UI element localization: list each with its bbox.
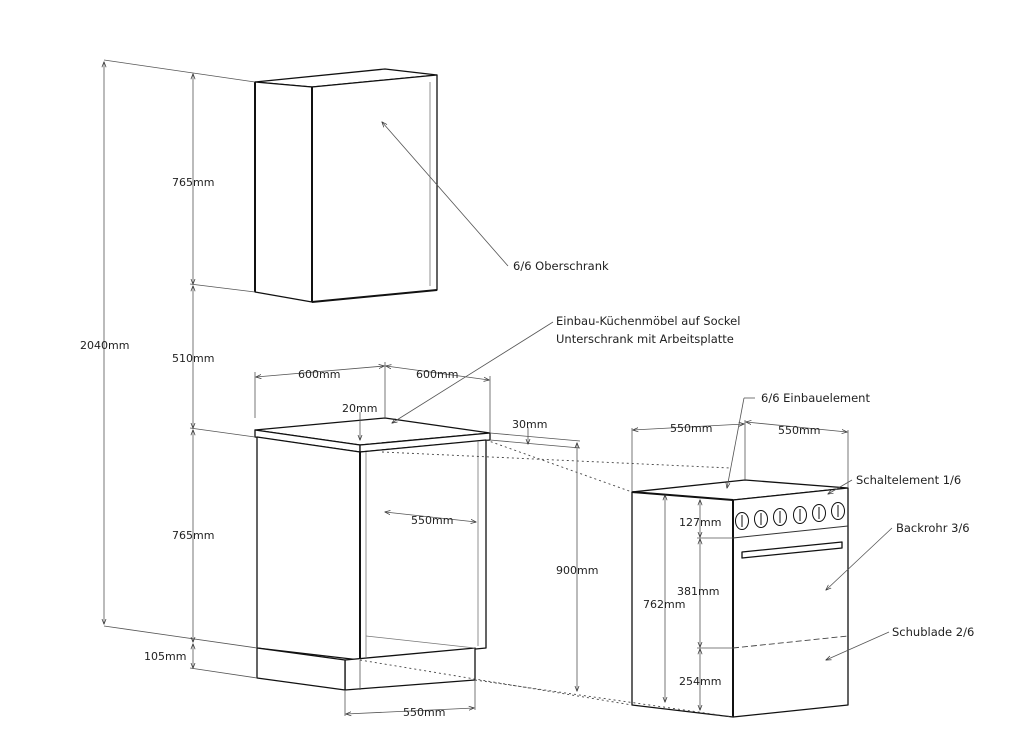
dim-worktop-thickness: 30mm: [512, 418, 547, 431]
dim-total-base-height: 900mm: [556, 564, 598, 577]
stove: [631, 479, 849, 718]
dimension-lines: [104, 62, 847, 714]
dim-drawer-height: 254mm: [679, 675, 721, 688]
base-cabinet: [254, 417, 491, 691]
dim-stove-width: 550mm: [670, 422, 712, 435]
dim-top-overhang: 20mm: [342, 402, 377, 415]
dim-control-panel-height: 127mm: [679, 516, 721, 529]
dim-plinth-depth: 550mm: [403, 706, 445, 719]
dim-base-depth: 600mm: [416, 368, 458, 381]
dim-total-height: 2040mm: [80, 339, 129, 352]
leader-lines: [382, 122, 893, 660]
extension-lines: [103, 59, 849, 718]
component-labels: 6/6 Oberschrank Einbau-Küchenmöbel auf S…: [513, 259, 974, 639]
dim-plinth-height: 105mm: [144, 650, 186, 663]
dim-stove-depth: 550mm: [778, 424, 820, 437]
label-wall-cabinet: 6/6 Oberschrank: [513, 259, 609, 273]
dim-stove-height: 762mm: [643, 598, 685, 611]
dim-wall-cabinet-height: 765mm: [172, 176, 214, 189]
knob-3-icon: [773, 508, 787, 526]
knob-4-icon: [793, 506, 807, 524]
dim-oven-height: 381mm: [677, 585, 719, 598]
knob-2-icon: [754, 510, 768, 528]
label-base-cabinet-line2: Unterschrank mit Arbeitsplatte: [556, 332, 734, 346]
dim-base-width: 600mm: [298, 368, 340, 381]
label-control-element: Schaltelement 1/6: [856, 473, 961, 487]
dimension-labels: 2040mm 765mm 510mm 765mm 105mm 600mm 600…: [80, 176, 820, 719]
label-drawer: Schublade 2/6: [892, 625, 974, 639]
knob-6-icon: [831, 502, 845, 520]
control-knobs: [735, 502, 845, 530]
wall-cabinet: [254, 68, 438, 303]
label-built-in-element: 6/6 Einbauelement: [761, 391, 870, 405]
dim-inner-depth: 550mm: [411, 514, 453, 527]
label-oven: Backrohr 3/6: [896, 521, 970, 535]
dim-gap-height: 510mm: [172, 352, 214, 365]
dim-base-cabinet-height: 765mm: [172, 529, 214, 542]
knob-1-icon: [735, 512, 749, 530]
knob-5-icon: [812, 504, 826, 522]
label-base-cabinet-line1: Einbau-Küchenmöbel auf Sockel: [556, 314, 740, 328]
